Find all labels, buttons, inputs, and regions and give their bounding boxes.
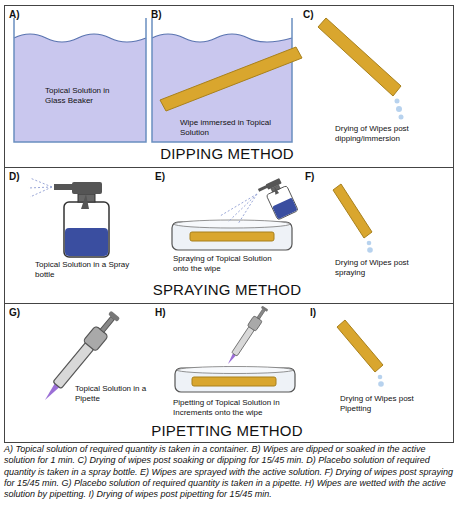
- beaker-b: [152, 34, 292, 42]
- panel-letter: A): [9, 9, 33, 21]
- panel-letter: B): [151, 9, 175, 21]
- spray-mist: [28, 187, 52, 188]
- drops: [378, 375, 384, 387]
- method-panel: G) Topical Solution in a Pipette H) Pipetti…: [4, 303, 454, 443]
- spray-bottle: [257, 176, 298, 222]
- wipe: [160, 47, 302, 111]
- wipe: [333, 184, 372, 238]
- step-label: Drying of Wipes post spraying: [335, 258, 430, 278]
- step-label: Drying of Wipes post Pipetting: [340, 394, 440, 414]
- drops: [378, 375, 383, 380]
- wipe: [192, 377, 276, 386]
- spray-bottle: [54, 182, 109, 257]
- panel-letter: G): [9, 307, 33, 319]
- wipe: [318, 18, 401, 96]
- wipe: [318, 18, 401, 96]
- pipette: [224, 305, 270, 367]
- spray-bottle: [54, 182, 109, 257]
- beaker-a: [14, 34, 146, 42]
- step-label: Pipetting of Topical Solution in Increme…: [173, 398, 293, 418]
- panel-letter: H): [155, 307, 179, 319]
- spray-bottle: [257, 176, 298, 222]
- drops: [396, 106, 402, 112]
- panel-letter: C): [303, 9, 327, 21]
- drops: [395, 99, 400, 104]
- wipe: [190, 232, 274, 241]
- spray-mist: [30, 187, 52, 197]
- wipe: [190, 232, 274, 241]
- panel-letter: E): [155, 171, 179, 183]
- drops: [367, 247, 373, 253]
- petri-dish: [177, 367, 293, 374]
- method-heading: PIPETTING METHOD: [3, 422, 451, 440]
- pipette: [224, 305, 270, 367]
- wipe: [337, 320, 383, 372]
- drops: [395, 99, 404, 120]
- petri-dish: [174, 220, 290, 228]
- wipe: [333, 184, 372, 238]
- method-heading: DIPPING METHOD: [3, 145, 451, 163]
- drops: [378, 381, 384, 387]
- panel-letter: D): [9, 171, 33, 183]
- method-panel: A) Topical Solution in Glass Beaker B) Wipe…: [4, 5, 454, 168]
- panel-letter: F): [305, 171, 329, 183]
- beaker-a: [14, 34, 146, 142]
- spray-mist: [228, 194, 257, 222]
- beaker-a: [14, 18, 146, 142]
- spray-mist: [220, 194, 257, 224]
- petri-dish: [175, 367, 295, 393]
- petri-dish: [172, 220, 292, 250]
- spray-mist: [30, 178, 52, 187]
- step-label: Drying of Wipes post dipping/immersion: [335, 124, 440, 144]
- step-label: Wipe immersed in Topical Solution: [180, 118, 275, 138]
- spray-mist: [238, 194, 257, 224]
- method-panel: D) Topical Solution in a Spray bottle E) Sp…: [4, 167, 454, 304]
- drops: [367, 241, 373, 253]
- step-label: Spraying of Topical Solution onto the wi…: [173, 254, 288, 274]
- figure-caption: A) Topical solution of required quantity…: [4, 444, 454, 500]
- wipe: [337, 320, 383, 372]
- step-label: Topical Solution in Glass Beaker: [45, 86, 125, 106]
- step-label: Topical Solution in a Spray bottle: [35, 260, 135, 280]
- drops: [399, 115, 404, 120]
- drops: [367, 241, 372, 246]
- panel-letter: I): [310, 307, 334, 319]
- step-label: Topical Solution in a Pipette: [75, 384, 155, 404]
- beaker-a: [14, 18, 146, 142]
- spray-mist: [220, 194, 257, 216]
- wipe: [160, 47, 302, 111]
- method-heading: SPRAYING METHOD: [3, 281, 451, 299]
- wipe: [192, 377, 276, 386]
- spray-mist: [28, 178, 52, 197]
